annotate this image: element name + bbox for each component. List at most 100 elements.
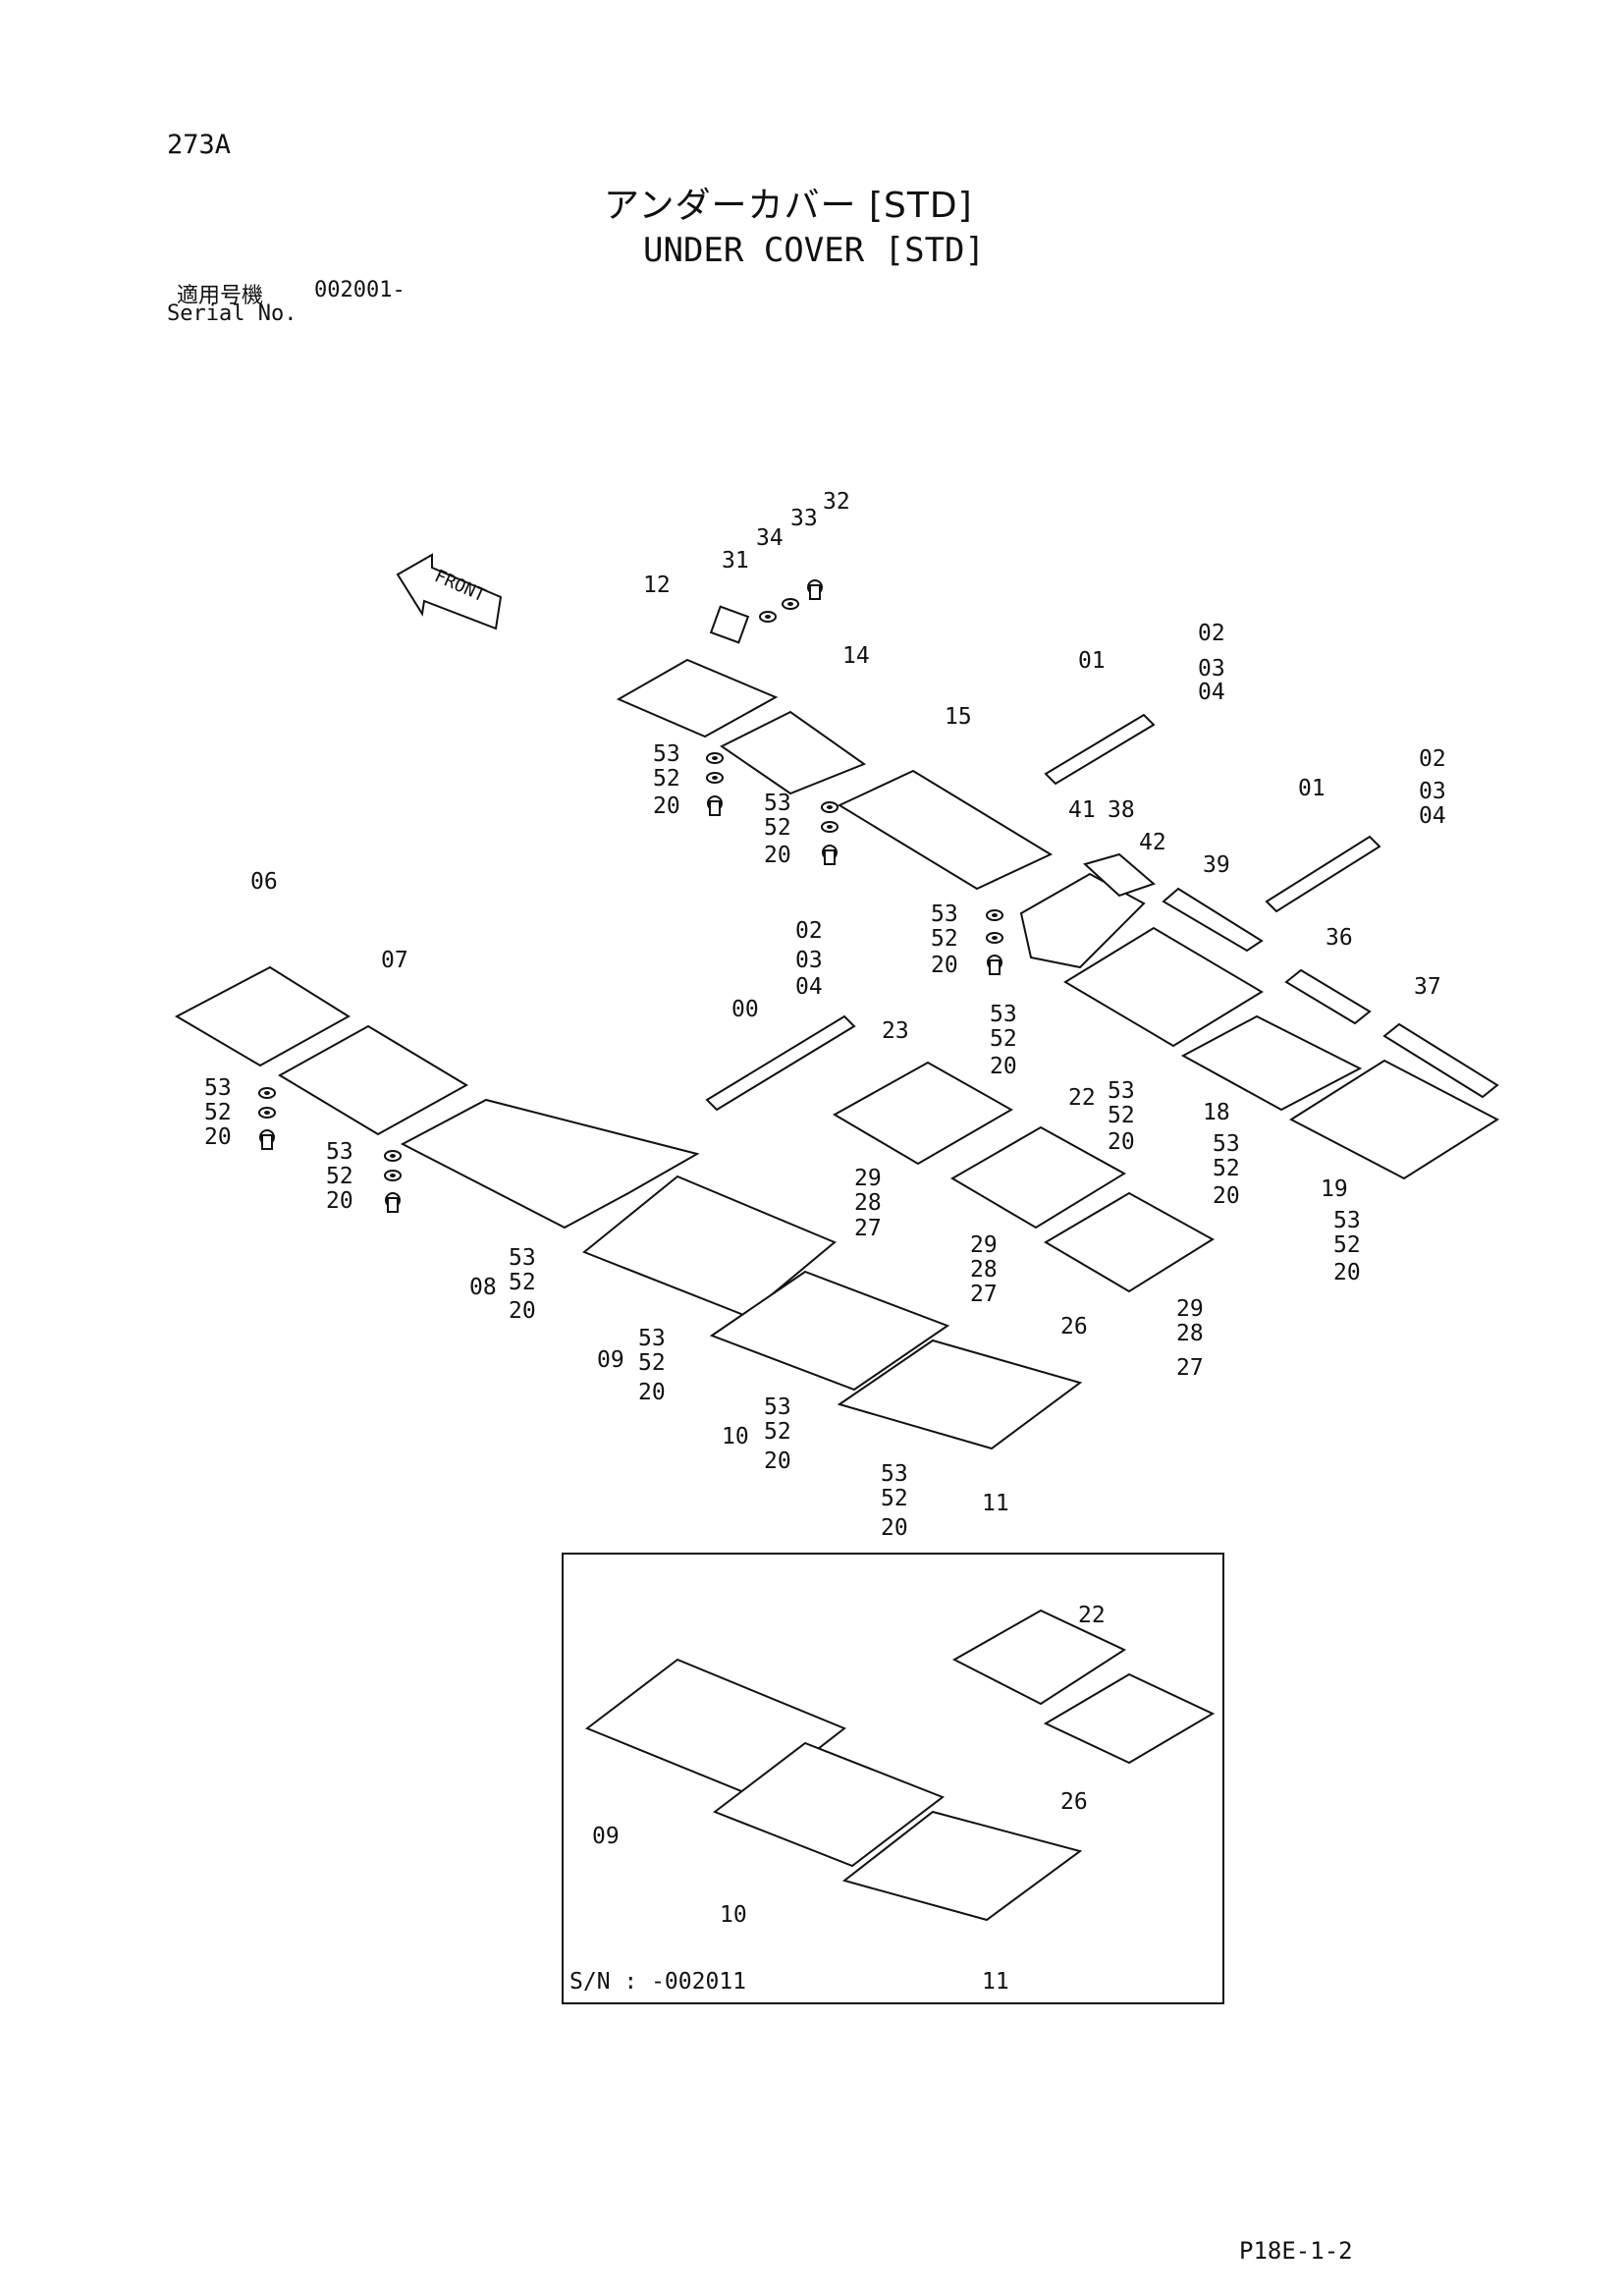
callout-03-center: 03 <box>795 948 823 973</box>
callout-53-j: 53 <box>509 1245 536 1271</box>
inset-callout-09: 09 <box>592 1824 620 1849</box>
grille-09 <box>582 1175 837 1318</box>
callout-20-c: 20 <box>653 793 680 819</box>
callout-31: 31 <box>722 548 749 574</box>
callout-01-right: 01 <box>1298 776 1325 801</box>
cover-41 <box>1019 872 1146 969</box>
callout-41: 41 <box>1068 797 1096 823</box>
callout-04-upper: 04 <box>1198 680 1225 705</box>
callout-19: 19 <box>1321 1176 1348 1202</box>
callout-52-d: 52 <box>764 815 791 841</box>
callout-52-f: 52 <box>990 1026 1017 1052</box>
inset-callout-22: 22 <box>1078 1603 1106 1628</box>
callout-37: 37 <box>1414 974 1441 1000</box>
front-arrow: FRONT <box>396 553 503 630</box>
callout-39: 39 <box>1203 852 1230 878</box>
hardware-stack-upper-14 <box>821 801 839 865</box>
plate-12 <box>616 658 779 738</box>
callout-20-l: 20 <box>764 1449 791 1474</box>
callout-29-c: 29 <box>1176 1296 1204 1322</box>
callout-20-b: 20 <box>326 1188 353 1214</box>
callout-53-i: 53 <box>1333 1208 1361 1233</box>
serial-number-value: 002001- <box>314 278 406 302</box>
inset-callout-26: 26 <box>1060 1789 1088 1815</box>
footer-code: P18E-1-2 <box>1239 2237 1353 2265</box>
hardware-stack-upper-12 <box>706 752 724 816</box>
callout-29-b: 29 <box>970 1232 998 1258</box>
callout-03-upper: 03 <box>1198 656 1225 682</box>
callout-28-a: 28 <box>854 1190 882 1216</box>
callout-00: 00 <box>731 997 759 1022</box>
callout-52-e: 52 <box>931 926 958 952</box>
serial-label-english: Serial No. <box>167 301 298 326</box>
inset-plate-22 <box>951 1609 1127 1706</box>
plate-07 <box>278 1024 468 1136</box>
callout-53-h: 53 <box>1213 1131 1240 1157</box>
callout-20-a: 20 <box>204 1124 232 1150</box>
callout-02-upper: 02 <box>1198 621 1225 646</box>
inset-box <box>562 1553 1224 2004</box>
callout-29-a: 29 <box>854 1166 882 1191</box>
rail-00 <box>705 1014 856 1112</box>
callout-03-right: 03 <box>1419 779 1446 804</box>
callout-15: 15 <box>945 704 972 730</box>
callout-52-b: 52 <box>326 1164 353 1189</box>
rail-01-right <box>1265 835 1381 913</box>
callout-01-upper: 01 <box>1078 648 1106 674</box>
callout-52-h: 52 <box>1213 1156 1240 1181</box>
bracket-31 <box>709 605 750 644</box>
callout-20-m: 20 <box>881 1515 908 1541</box>
callout-28-b: 28 <box>970 1257 998 1283</box>
grille-26 <box>1044 1191 1215 1293</box>
callout-14: 14 <box>842 643 870 669</box>
strip-37 <box>1382 1022 1499 1099</box>
inset-callout-11: 11 <box>982 1969 1009 1995</box>
callout-20-k: 20 <box>638 1380 666 1405</box>
page-number: 273A <box>167 130 232 160</box>
callout-53-l: 53 <box>764 1394 791 1420</box>
callout-20-i: 20 <box>1333 1260 1361 1285</box>
callout-38: 38 <box>1108 797 1135 823</box>
callout-18: 18 <box>1203 1100 1230 1125</box>
plate-18 <box>1180 1014 1363 1112</box>
inset-serial-label: S/N : -002011 <box>569 1969 746 1995</box>
plate-19 <box>1288 1059 1500 1180</box>
callout-52-g: 52 <box>1108 1103 1135 1128</box>
callout-27-b: 27 <box>970 1282 998 1307</box>
inset-plate-26 <box>1043 1672 1216 1765</box>
callout-06: 06 <box>250 869 278 895</box>
callout-33: 33 <box>790 506 818 531</box>
callout-10: 10 <box>722 1424 749 1449</box>
grille-11 <box>837 1339 1083 1450</box>
callout-53-a: 53 <box>204 1075 232 1101</box>
callout-12: 12 <box>643 573 671 598</box>
callout-52-a: 52 <box>204 1100 232 1125</box>
inset-callout-10: 10 <box>720 1902 747 1928</box>
title-english: UNDER COVER [STD] <box>643 231 985 270</box>
callout-08: 08 <box>469 1275 497 1300</box>
callout-52-l: 52 <box>764 1419 791 1445</box>
grille-22 <box>950 1125 1126 1230</box>
plate-14 <box>720 710 867 795</box>
callout-27-a: 27 <box>854 1216 882 1241</box>
callout-53-c: 53 <box>653 741 680 767</box>
plate-42 <box>1063 926 1264 1048</box>
plate-15 <box>837 769 1054 891</box>
callout-32: 32 <box>823 489 850 515</box>
callout-53-g: 53 <box>1108 1078 1135 1104</box>
callout-20-f: 20 <box>990 1054 1017 1079</box>
callout-53-e: 53 <box>931 902 958 927</box>
strip-38 <box>1083 852 1156 898</box>
callout-53-b: 53 <box>326 1139 353 1165</box>
callout-52-c: 52 <box>653 766 680 792</box>
callout-22: 22 <box>1068 1085 1096 1111</box>
callout-23: 23 <box>882 1018 909 1044</box>
callout-02-right: 02 <box>1419 746 1446 772</box>
hardware-stack-upper-15 <box>986 909 1003 975</box>
grille-10 <box>709 1270 950 1392</box>
callout-52-i: 52 <box>1333 1232 1361 1258</box>
callout-07: 07 <box>381 948 408 973</box>
callout-53-k: 53 <box>638 1326 666 1351</box>
inset-grille-11 <box>841 1810 1083 1922</box>
